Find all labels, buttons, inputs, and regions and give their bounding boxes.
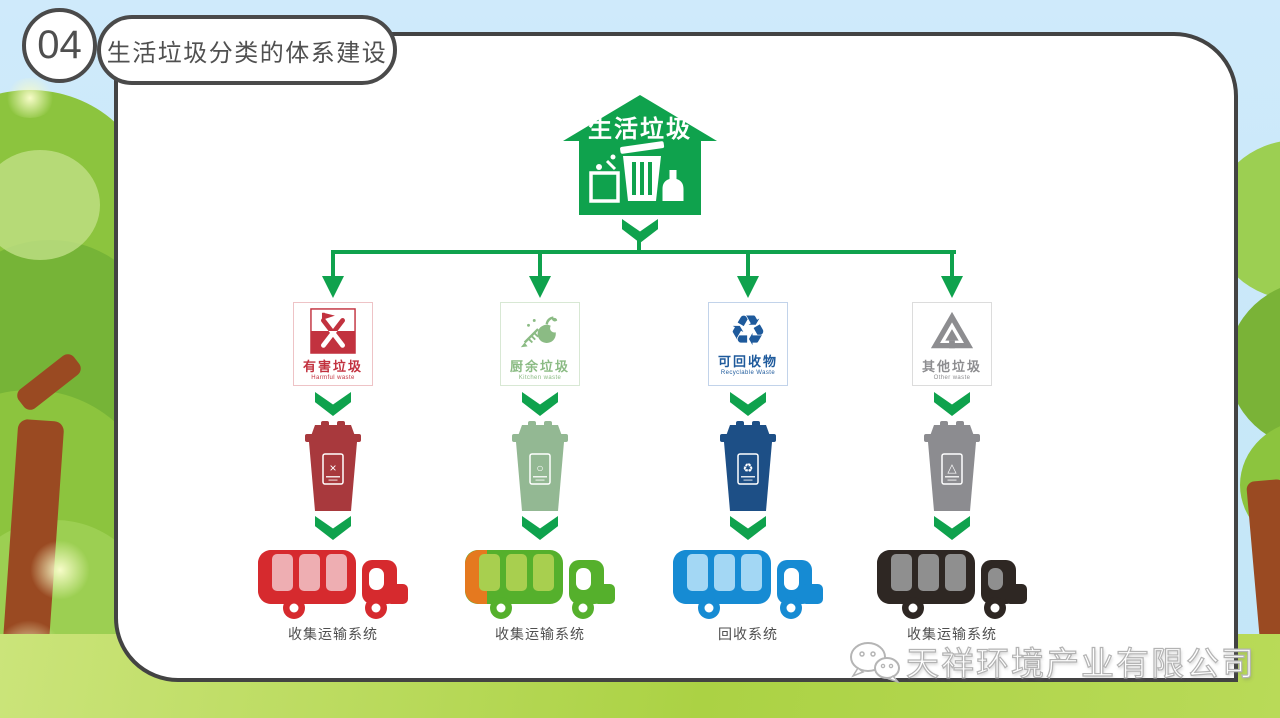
category-column-harmful: 有害垃圾 Harmful waste × (258, 250, 408, 718)
bin-label-glyph: ♻ (743, 461, 754, 475)
category-name-en: Harmful waste (311, 375, 355, 381)
flow-connector-stub (637, 240, 641, 253)
down-arrow-icon (730, 516, 766, 540)
down-arrow-icon (934, 392, 970, 416)
branch-line (950, 250, 954, 278)
bin-harmful: × (305, 421, 361, 511)
bin-label-glyph: △ (947, 461, 957, 475)
category-card-kitchen: 厨余垃圾 Kitchen waste (500, 302, 580, 386)
down-arrow-icon (934, 516, 970, 540)
company-name: 天祥环境产业有限公司 (905, 644, 1256, 682)
recyclable-icon: ♻ (729, 307, 767, 354)
arrowhead-icon (529, 276, 551, 298)
category-name-en: Kitchen waste (518, 375, 562, 381)
category-card-harmful: 有害垃圾 Harmful waste (293, 302, 373, 386)
bin-other: △ (924, 421, 980, 511)
bin-label-glyph: × (329, 461, 336, 475)
other-waste-icon (930, 311, 974, 349)
branch-line (538, 250, 542, 278)
kitchen-waste-icon (520, 316, 559, 348)
system-label: 回收系统 (718, 626, 778, 642)
system-label: 收集运输系统 (288, 626, 378, 642)
category-card-recyclable: ♻ 可回收物 Recyclable Waste (708, 302, 788, 386)
category-name: 有害垃圾 (302, 359, 363, 374)
category-name-en: Other waste (933, 375, 971, 381)
company-watermark: 天祥环境产业有限公司 (846, 634, 1256, 688)
system-label: 收集运输系统 (907, 626, 997, 642)
category-card-other: 其他垃圾 Other waste (912, 302, 992, 386)
branch-line (746, 250, 750, 278)
bin-recyclable: ♻ (720, 421, 776, 511)
wechat-icon (850, 642, 901, 684)
slide-title: 生活垃圾分类的体系建设 (106, 39, 388, 67)
slide-title-pill: 生活垃圾分类的体系建设 (97, 15, 397, 85)
branch-line (331, 250, 335, 278)
bin-kitchen: ○ (512, 421, 568, 511)
category-column-recyclable: ♻ 可回收物 Recyclable Waste ♻ (673, 250, 823, 718)
slide-number: 04 (37, 23, 82, 67)
waste-house-icon: 生活垃圾 (563, 95, 717, 215)
down-arrow-icon (315, 516, 351, 540)
down-arrow-icon (315, 392, 351, 416)
truck-recyclable (673, 550, 823, 619)
down-arrow-icon (730, 392, 766, 416)
root-node-label: 生活垃圾 (588, 115, 692, 143)
category-name: 可回收物 (717, 354, 778, 369)
category-column-other: 其他垃圾 Other waste △ (877, 250, 1027, 718)
arrowhead-icon (941, 276, 963, 298)
arrowhead-icon (322, 276, 344, 298)
arrowhead-icon (737, 276, 759, 298)
truck-other (877, 550, 1027, 619)
truck-kitchen (465, 550, 615, 619)
down-arrow-icon (522, 392, 558, 416)
category-name: 厨余垃圾 (509, 359, 570, 374)
category-column-kitchen: 厨余垃圾 Kitchen waste ○ (465, 250, 615, 718)
category-name: 其他垃圾 (921, 359, 982, 374)
down-arrow-icon (522, 516, 558, 540)
category-name-en: Recyclable Waste (720, 370, 776, 376)
slide-number-badge: 04 (22, 8, 97, 83)
truck-harmful (258, 550, 408, 619)
bin-label-glyph: ○ (536, 461, 543, 475)
harmful-waste-icon (310, 308, 356, 354)
system-label: 收集运输系统 (495, 626, 585, 642)
flow-connector-horizontal (331, 250, 956, 254)
